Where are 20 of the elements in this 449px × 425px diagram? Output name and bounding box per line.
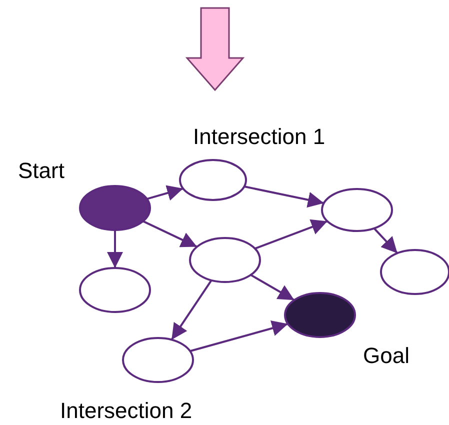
arrow xyxy=(146,185,184,201)
arrow xyxy=(244,186,324,208)
ellipse-node xyxy=(122,337,194,383)
arrow xyxy=(142,220,198,248)
arrow xyxy=(190,320,288,352)
ellipse-node xyxy=(189,237,261,283)
arrow xyxy=(254,219,328,250)
node-caption: Start xyxy=(18,160,64,182)
ellipse-node xyxy=(79,185,151,231)
ellipse-node xyxy=(179,159,247,201)
node-caption: Goal xyxy=(363,345,410,367)
arrow xyxy=(373,228,398,254)
arrow xyxy=(250,274,295,301)
arrow xyxy=(107,230,123,268)
ellipse-node xyxy=(79,267,151,313)
arrow xyxy=(170,280,212,340)
ellipse-node xyxy=(284,292,356,338)
ellipse-node xyxy=(321,188,393,232)
node-caption: Intersection 2 xyxy=(60,400,192,422)
node-caption: Intersection 1 xyxy=(193,126,326,148)
